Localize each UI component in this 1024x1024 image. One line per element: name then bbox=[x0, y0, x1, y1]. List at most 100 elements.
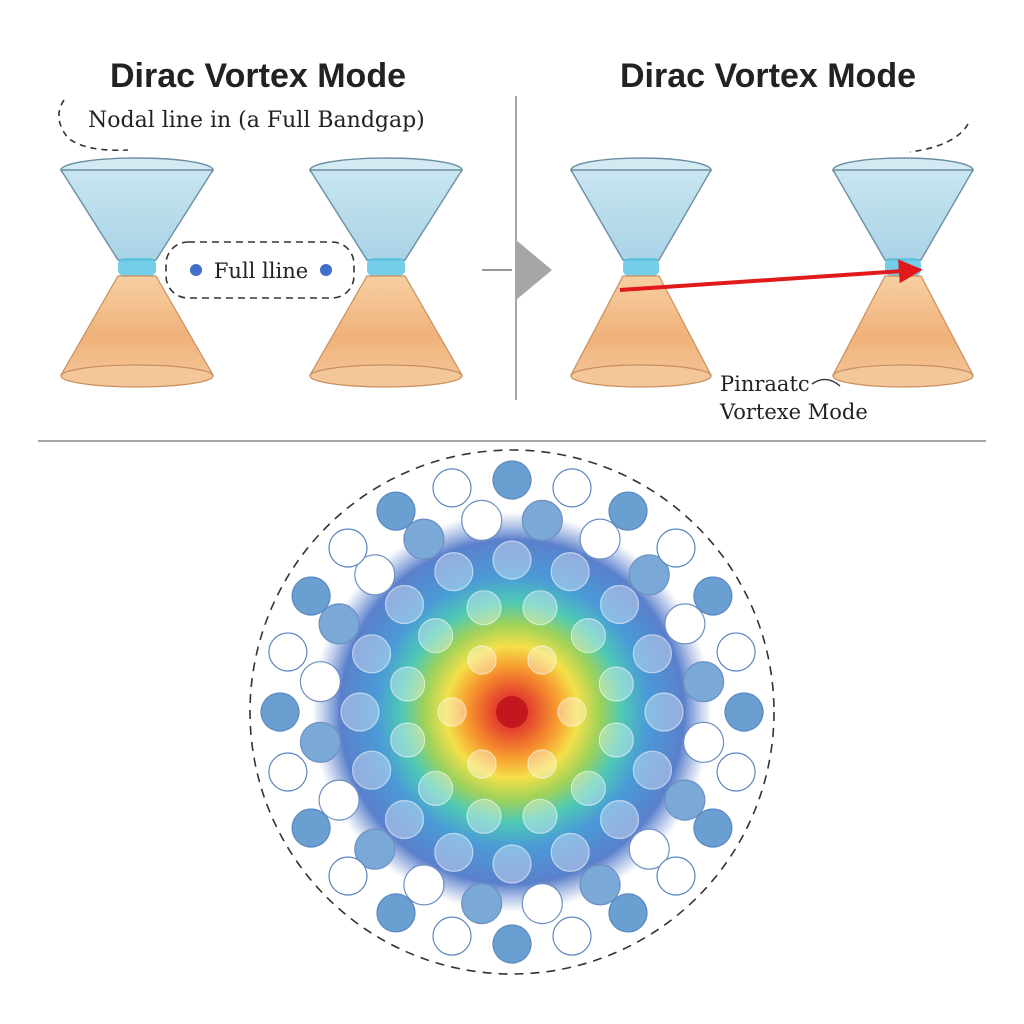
lattice-pillar bbox=[299, 721, 341, 763]
upper-cone bbox=[308, 169, 464, 261]
lattice-pillar bbox=[682, 661, 725, 703]
lattice-pillar bbox=[682, 721, 725, 763]
lattice-pillar bbox=[716, 632, 756, 672]
dashed-hook-right bbox=[909, 123, 969, 153]
vortex-core bbox=[496, 696, 528, 728]
lattice-pillar bbox=[390, 722, 426, 758]
lattice-pillar bbox=[599, 799, 640, 840]
lattice-pillar bbox=[522, 798, 558, 834]
lattice-pillar bbox=[318, 779, 360, 821]
lattice-pillar bbox=[521, 882, 563, 925]
lattice-pillar bbox=[466, 798, 502, 834]
dirac-cone-left-2 bbox=[308, 157, 464, 388]
lattice-pillar bbox=[467, 749, 497, 779]
lattice-pillar bbox=[291, 576, 331, 616]
lattice-pillar bbox=[608, 491, 648, 531]
lattice-pillar bbox=[579, 518, 621, 560]
lattice-pillar bbox=[354, 828, 396, 870]
dirac-cone-right-2 bbox=[831, 157, 975, 388]
lattice-pillar bbox=[434, 832, 474, 873]
lattice-pillar bbox=[552, 916, 592, 956]
lattice-pillar bbox=[291, 808, 331, 848]
lattice-pillar bbox=[552, 468, 592, 508]
lattice-pillar bbox=[664, 603, 706, 645]
node-ring bbox=[367, 258, 405, 276]
lattice-pillar bbox=[693, 808, 733, 848]
lower-cone-base bbox=[832, 364, 974, 388]
callout-dot-left bbox=[190, 264, 202, 276]
lattice-pillar bbox=[352, 750, 392, 790]
lattice-pillar bbox=[354, 554, 396, 596]
dashed-hook-left bbox=[58, 99, 129, 152]
lattice-pillar bbox=[390, 666, 426, 702]
lattice-pillar bbox=[268, 632, 308, 672]
node-ring bbox=[623, 258, 659, 276]
lattice-pillar bbox=[570, 770, 607, 807]
lattice-pillar bbox=[628, 554, 670, 596]
lattice-boundary bbox=[249, 449, 775, 975]
red-connecting-line bbox=[619, 259, 923, 292]
lattice-pillar bbox=[461, 499, 503, 542]
lattice-pillar bbox=[318, 603, 360, 645]
lattice-pillar bbox=[599, 584, 640, 625]
left-panel-subtitle: Nodal line in (a Full Bandgap) bbox=[88, 108, 425, 133]
annotation-line-1: Pinraatc bbox=[720, 372, 810, 396]
lattice-pillar bbox=[598, 666, 634, 702]
lattice-pillar bbox=[628, 828, 670, 870]
lattice-pillar bbox=[268, 752, 308, 792]
lattice-pillar bbox=[570, 617, 607, 654]
lattice-pillar bbox=[466, 590, 502, 626]
lattice-pillar bbox=[632, 634, 673, 674]
lattice-pillar bbox=[432, 468, 472, 508]
lattice-pillar bbox=[724, 692, 764, 732]
lattice-pillar bbox=[384, 799, 425, 840]
lattice-pillar bbox=[492, 924, 532, 964]
right-panel-title: Dirac Vortex Mode bbox=[620, 57, 916, 95]
lattice-pillar bbox=[492, 460, 532, 500]
lattice-pillar bbox=[418, 770, 454, 807]
callout-dot-right bbox=[320, 264, 332, 276]
lattice-pillar bbox=[403, 518, 445, 560]
lower-cone-base bbox=[309, 364, 463, 388]
lattice-pillar bbox=[527, 645, 557, 675]
callout-frame bbox=[165, 241, 355, 299]
lattice-pillar bbox=[492, 844, 532, 884]
lattice-pillar bbox=[664, 779, 706, 821]
node-ring bbox=[118, 258, 156, 276]
lattice-pillar bbox=[461, 882, 503, 925]
annotation-leader bbox=[811, 378, 841, 387]
lattice-pillar bbox=[632, 750, 673, 790]
lattice-pillar bbox=[260, 692, 300, 732]
lattice-pillar bbox=[579, 864, 621, 906]
upper-cone bbox=[831, 169, 975, 261]
lattice-pillar bbox=[557, 697, 587, 727]
upper-cone bbox=[569, 169, 713, 261]
lattice-pillar bbox=[608, 893, 648, 933]
full-line-callout: Full lline bbox=[165, 241, 355, 299]
lattice-pillar bbox=[716, 752, 756, 792]
lattice-holes bbox=[260, 460, 764, 964]
lattice-pillar bbox=[384, 584, 425, 625]
lattice-pillar bbox=[328, 856, 368, 896]
lattice-pillar bbox=[656, 528, 696, 568]
callout-label: Full lline bbox=[214, 259, 308, 283]
lattice-pillar bbox=[521, 499, 563, 542]
lattice-pillar bbox=[644, 692, 684, 732]
lattice-pillar bbox=[656, 856, 696, 896]
lattice-pillar bbox=[437, 697, 467, 727]
lattice-pillar bbox=[299, 661, 341, 703]
lattice-pillar bbox=[522, 590, 558, 626]
lattice-pillar bbox=[376, 491, 416, 531]
lattice-pillar bbox=[492, 540, 532, 580]
lattice-pillar bbox=[550, 551, 590, 592]
lattice-pillar bbox=[418, 617, 454, 654]
lattice-pillar bbox=[598, 722, 634, 758]
dirac-cone-left-1 bbox=[59, 157, 215, 388]
lattice-pillar bbox=[328, 528, 368, 568]
lattice-pillar bbox=[434, 551, 474, 592]
lattice-pillar bbox=[403, 864, 445, 906]
lattice-pillar bbox=[550, 832, 590, 873]
annotation-line-2: Vortexe Mode bbox=[719, 400, 868, 424]
vortex-lattice bbox=[249, 449, 775, 975]
